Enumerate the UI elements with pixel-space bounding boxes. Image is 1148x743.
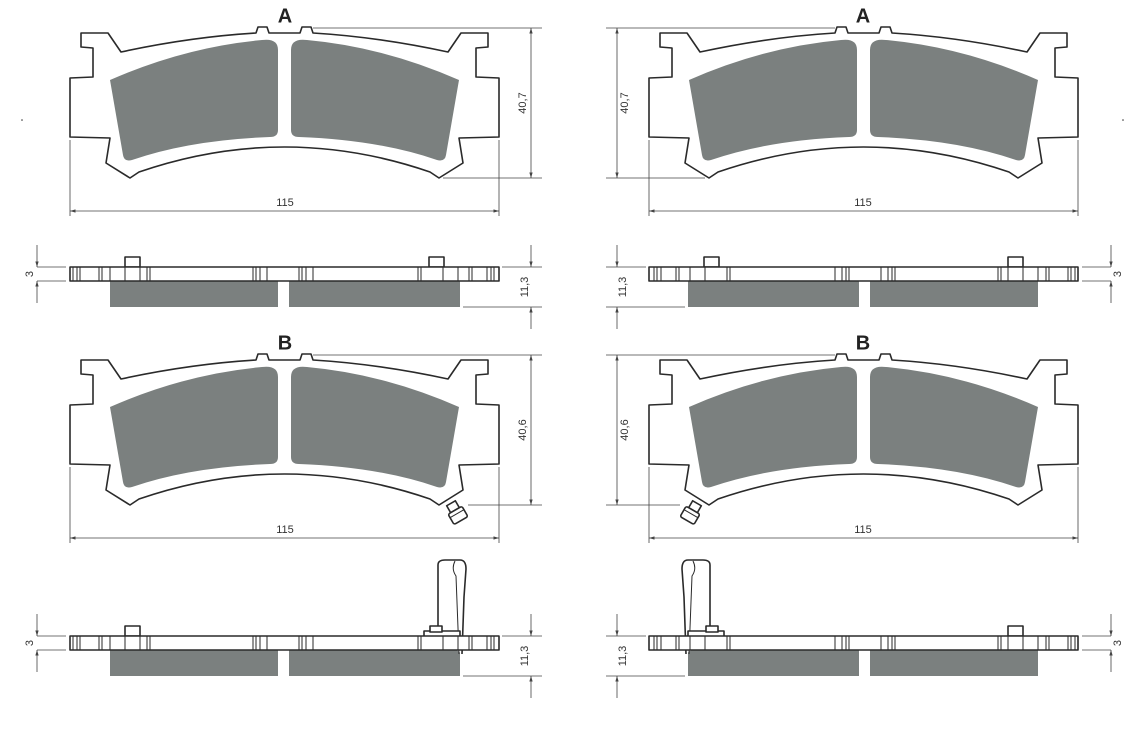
- height-dimension-label: 40,7: [619, 92, 631, 113]
- wear-sensor-clip: [423, 559, 467, 655]
- dot-mark: [1122, 119, 1124, 121]
- friction-pad-right: [689, 366, 857, 488]
- plate-thickness-label: 3: [1112, 640, 1124, 646]
- side-dimensions: [606, 245, 1113, 329]
- height-dimension-label: 40,6: [619, 419, 631, 440]
- height-dimension-label: 40,6: [517, 419, 529, 440]
- left-pad-set: [35, 26, 542, 698]
- front-dimensions: [69, 27, 542, 216]
- pad-letter-label: A: [278, 5, 292, 27]
- total-thickness-label: 11,3: [617, 646, 629, 667]
- total-thickness-label: 11,3: [617, 277, 629, 298]
- side-dimensions: [606, 614, 1113, 698]
- side-dimensions: [35, 614, 542, 698]
- friction-pad-right: [689, 39, 857, 161]
- pad-letter-label: A: [856, 5, 870, 27]
- friction-material-right: [289, 281, 460, 307]
- width-dimension-label: 115: [276, 524, 294, 536]
- plate-thickness-label: 3: [24, 271, 36, 277]
- wear-sensor: [680, 499, 703, 525]
- friction-material-left: [870, 650, 1038, 676]
- friction-pad-left: [870, 39, 1038, 161]
- front-view-A: [69, 26, 542, 216]
- backing-plate-side: [69, 266, 500, 282]
- backing-plate-side: [648, 266, 1079, 282]
- front-view-B: [606, 353, 1079, 543]
- front-view-A: [606, 26, 1079, 216]
- side-view-A: [35, 245, 542, 329]
- pad-letter-label: B: [278, 332, 292, 354]
- pad-letter-label: B: [856, 332, 870, 354]
- height-dimension-label: 40,7: [517, 92, 529, 113]
- backing-plate-side: [648, 635, 1079, 651]
- friction-pad-left: [110, 39, 278, 161]
- plate-thickness-label: 3: [24, 640, 36, 646]
- dot-mark: [21, 119, 23, 121]
- friction-material-left: [110, 281, 278, 307]
- friction-pad-left: [110, 366, 278, 488]
- friction-material-left: [110, 650, 278, 676]
- friction-material-left: [870, 281, 1038, 307]
- side-view-A: [606, 245, 1113, 329]
- front-view-B: [69, 353, 542, 543]
- backing-plate-side: [69, 635, 500, 651]
- wear-sensor: [445, 499, 468, 525]
- total-thickness-label: 11,3: [519, 646, 531, 667]
- friction-material-right: [688, 650, 859, 676]
- side-view-B: [606, 559, 1113, 698]
- side-view-B: [35, 559, 542, 698]
- right-pad-set-mirrored: [606, 26, 1113, 698]
- friction-material-right: [688, 281, 859, 307]
- front-dimensions: [606, 27, 1079, 216]
- plate-thickness-label: 3: [1112, 271, 1124, 277]
- friction-pad-right: [291, 366, 459, 488]
- width-dimension-label: 115: [276, 197, 294, 209]
- dimension-labels: A11540,7311,3A11540,7311,3B11540,6311,3B…: [21, 5, 1124, 666]
- front-dimensions: [606, 354, 1079, 543]
- friction-pad-left: [870, 366, 1038, 488]
- front-dimensions: [69, 354, 542, 543]
- width-dimension-label: 115: [854, 524, 872, 536]
- width-dimension-label: 115: [854, 197, 872, 209]
- friction-material-right: [289, 650, 460, 676]
- friction-pad-right: [291, 39, 459, 161]
- side-dimensions: [35, 245, 542, 329]
- total-thickness-label: 11,3: [519, 277, 531, 298]
